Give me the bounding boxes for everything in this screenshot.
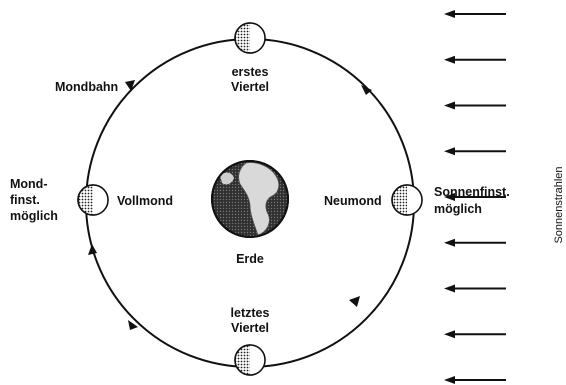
label-first-quarter-line1: erstes — [232, 65, 269, 79]
sun-ray-arrow — [444, 376, 506, 384]
orbit-arrow-left — [88, 244, 97, 255]
label-lunar-eclipse-line2: finst. — [10, 193, 40, 207]
sun-ray-arrow — [444, 56, 506, 64]
sun-ray-arrow — [444, 147, 506, 155]
sun-ray-arrow — [444, 102, 506, 110]
label-new-moon: Neumond — [324, 194, 382, 208]
orbit-arrow-upper-left — [125, 80, 135, 91]
moon-new — [392, 185, 422, 215]
label-lunar-eclipse-line3: möglich — [10, 209, 58, 223]
label-solar-eclipse-line2: möglich — [434, 202, 482, 216]
label-earth: Erde — [236, 252, 264, 266]
moon-last-quarter — [235, 345, 265, 375]
moon-first-quarter — [235, 23, 265, 53]
orbit-arrow-lower-right — [349, 296, 360, 307]
moon-full — [78, 185, 108, 215]
label-full-moon: Vollmond — [117, 194, 173, 208]
label-last-quarter-line2: Viertel — [231, 321, 269, 335]
label-first-quarter-line2: Viertel — [231, 80, 269, 94]
sun-ray-arrow — [444, 285, 506, 293]
sun-ray-arrow — [444, 330, 506, 338]
sun-ray-arrow — [444, 10, 506, 18]
label-sun-rays: Sonnenstrahlen — [553, 166, 565, 243]
sun-rays — [444, 10, 506, 384]
label-lunar-eclipse-line1: Mond- — [10, 177, 47, 191]
earth-globe — [212, 161, 288, 237]
label-orbit: Mondbahn — [55, 80, 118, 94]
sun-ray-arrow — [444, 239, 506, 247]
label-last-quarter-line1: letztes — [231, 306, 270, 320]
